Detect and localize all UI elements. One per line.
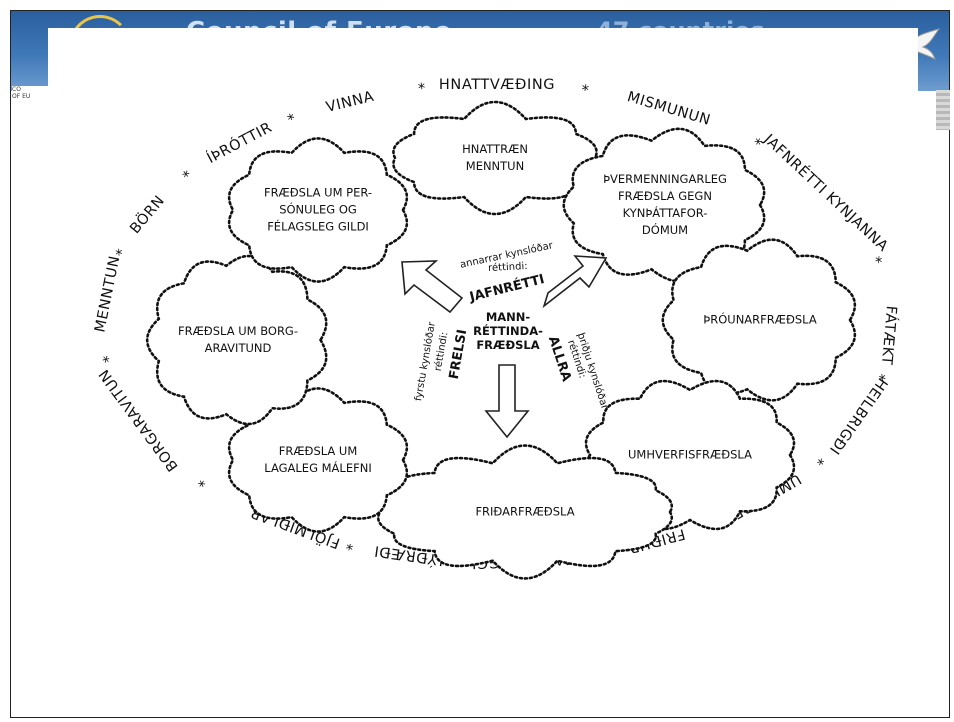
- ring-word-3: FÁTÆKT: [878, 305, 900, 366]
- cloud-lagaleg-malefni-line-1: LAGALEG MÁLEFNI: [264, 460, 371, 475]
- ring-word-4: HEILBRIGÐI: [826, 375, 890, 457]
- cloud-topics: HNATTRÆN MENNTUN ÞVERMENNINGARLEG FRÆÐSLA G…: [145, 100, 857, 580]
- ring-separator-0: *: [580, 83, 590, 100]
- cloud-fridarfraedsla-shape: [376, 444, 674, 580]
- ring-separator-2: *: [867, 255, 885, 269]
- cloud-thvermenningarleg-line-2: KYNÞÁTTAFOR-: [623, 205, 708, 220]
- center-arrows: [401, 255, 608, 439]
- ring-separator-1: *: [749, 136, 763, 154]
- ring-separator-10: *: [101, 352, 118, 363]
- cloud-thvermenningarleg-line-1: FRÆÐSLA GEGN: [618, 189, 712, 203]
- cloud-borgaravitund: FRÆÐSLA UM BORG- ARAVITUND: [145, 254, 328, 426]
- frelsi-label: FRELSI: [447, 328, 471, 380]
- center-line-1: MANN-: [486, 310, 531, 324]
- cloud-thvermenningarleg-line-0: ÞVERMENNINGARLEG: [603, 172, 727, 186]
- cloud-hnattraen-menntun-line-0: HNATTRÆN: [462, 142, 528, 156]
- cloud-thvermenningarleg: ÞVERMENNINGARLEG FRÆÐSLA GEGN KYNÞÁTTAFOR-…: [562, 127, 766, 283]
- cloud-borgaravitund-line-0: FRÆÐSLA UM BORG-: [178, 324, 298, 338]
- ring-separator-12: *: [180, 168, 196, 185]
- ring-word-0: HNATTVÆÐING: [439, 77, 555, 93]
- cloud-throunarfraedsla-shape: [661, 238, 857, 402]
- logo-caption: CO OF EU: [12, 86, 70, 100]
- ring-separator-8: *: [344, 535, 355, 552]
- cloud-personuleg-gildi-line-1: SÓNULEG OG: [279, 202, 357, 217]
- frelsi-group: FRELSI réttindi: fyrstu kynslóðar: [412, 320, 470, 402]
- cloud-lagaleg-malefni: FRÆÐSLA UM LAGALEG MÁLEFNI: [227, 387, 409, 533]
- jafnretti-label: JAFNRÉTTI: [467, 271, 546, 305]
- cloud-personuleg-gildi-shape: [227, 137, 409, 283]
- center-line-2: RÉTTINDA-: [473, 323, 543, 338]
- cloud-umhverfisfraedsla-line-0: UMHVERFISFRÆÐSLA: [628, 448, 752, 462]
- arrow-down-icon: [484, 364, 530, 439]
- center-line-3: FRÆÐSLA: [476, 338, 539, 352]
- cloud-borgaravitund-line-1: ARAVITUND: [205, 341, 272, 355]
- cloud-throunarfraedsla-line-0: ÞRÓUNARFRÆÐSLA: [703, 312, 817, 327]
- cloud-personuleg-gildi: FRÆÐSLA UM PER- SÓNULEG OG FÉLAGSLEG GILDI: [227, 137, 409, 283]
- cloud-lagaleg-malefni-shape: [227, 387, 409, 533]
- allra-group: ALLRA réttindi: þriðju kynslóðar: [545, 331, 611, 411]
- cloud-personuleg-gildi-line-0: FRÆÐSLA UM PER-: [264, 186, 372, 200]
- ring-separator-4: *: [810, 451, 826, 468]
- ring-word-11: MENNTUN: [92, 254, 123, 334]
- ring-word-14: VINNA: [325, 89, 376, 116]
- cloud-fridarfraedsla-line-0: FRIÐARFRÆÐSLA: [475, 505, 574, 519]
- ring-separator-13: *: [286, 111, 299, 129]
- cloud-personuleg-gildi-line-2: FÉLAGSLEG GILDI: [267, 219, 369, 234]
- cloud-lagaleg-malefni-line-0: FRÆÐSLA UM: [279, 444, 358, 458]
- dove-icon: [906, 28, 941, 60]
- arrow-up-right-icon: [542, 255, 608, 309]
- cloud-hnattraen-menntun: HNATTRÆN MENNTUN: [392, 100, 598, 216]
- ring-word-2: JAFNRÉTTI KYNJANNA: [760, 130, 892, 255]
- ring-word-12: BÖRN: [126, 192, 168, 238]
- ring-separator-14: *: [417, 81, 427, 98]
- cloud-borgaravitund-shape: [145, 254, 328, 426]
- cloud-hnattraen-menntun-shape: [392, 100, 598, 216]
- ring-word-1: MISMUNUN: [625, 89, 712, 129]
- arrow-up-left-icon: [401, 260, 464, 314]
- jafnretti-sub-2: réttindi:: [488, 260, 528, 274]
- center-title: MANN- RÉTTINDA- FRÆÐSLA: [473, 310, 543, 352]
- cloud-hnattraen-menntun-line-1: MENNTUN: [466, 159, 524, 173]
- decorative-strip: [936, 90, 950, 130]
- cloud-throunarfraedsla: ÞRÓUNARFRÆÐSLA: [661, 238, 857, 402]
- jafnretti-group: annarrar kynslóðar réttindi: JAFNRÉTTI: [459, 239, 555, 305]
- cloud-thvermenningarleg-line-3: DÓMUM: [642, 222, 688, 237]
- cloud-fridarfraedsla: FRIÐARFRÆÐSLA: [376, 444, 674, 580]
- ring-separator-9: *: [196, 472, 212, 490]
